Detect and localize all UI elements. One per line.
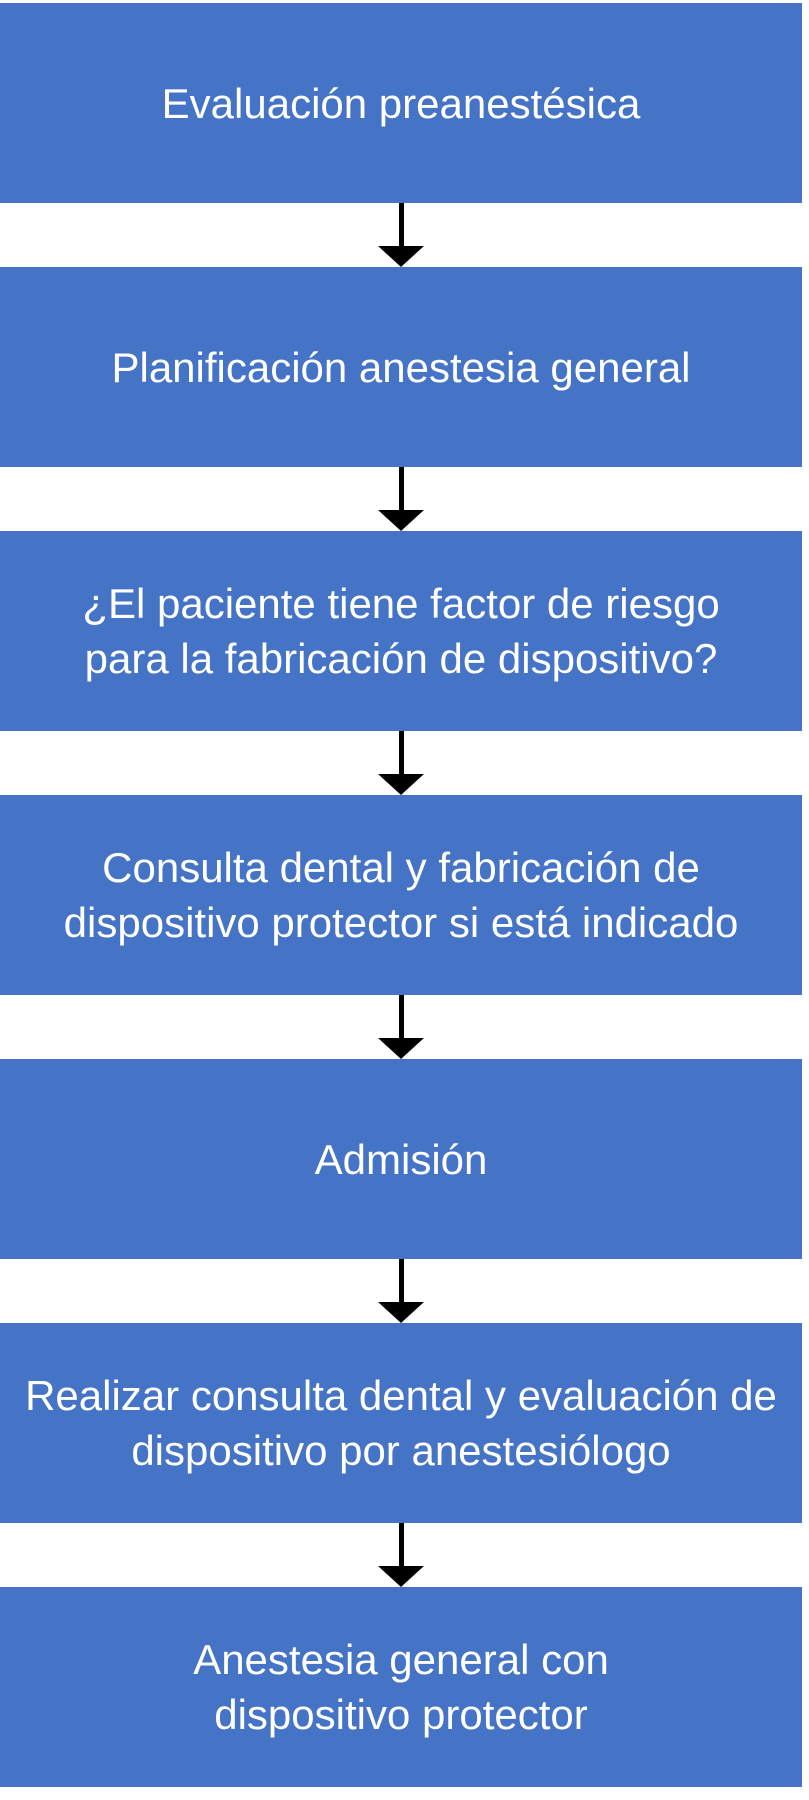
down-arrow-stem: [398, 1523, 404, 1566]
flow-step: Realizar consulta dental y evaluación de…: [0, 1323, 802, 1523]
flow-step-label-line: Anestesia general con: [193, 1636, 609, 1683]
down-arrow-icon: [0, 731, 802, 795]
flow-step-label-line: Planificación anestesia general: [111, 343, 691, 391]
down-arrow-icon: [0, 995, 802, 1059]
flow-step: Admisión: [0, 1059, 802, 1259]
down-arrow-icon: [0, 1523, 802, 1587]
flow-step-label-line: dispositivo protector: [214, 1691, 588, 1738]
flow-step-wrap: Evaluación preanestésica: [0, 3, 809, 267]
down-arrow-stem: [398, 1259, 404, 1302]
down-arrow-stem: [398, 203, 404, 246]
flow-step-label-line: Evaluación preanestésica: [161, 79, 641, 127]
flow-step-label-line: para la fabricación de dispositivo?: [84, 635, 718, 682]
down-arrow-stem: [398, 995, 404, 1038]
flow-step-label-line: Admisión: [314, 1135, 488, 1183]
flow-step-wrap: Consulta dental y fabricación de disposit…: [0, 795, 809, 1059]
flow-step-wrap: ¿El paciente tiene factor de riesgo para …: [0, 531, 809, 795]
down-arrow-icon: [0, 1259, 802, 1323]
flow-step: Consulta dental y fabricación de disposit…: [0, 795, 802, 995]
flow-step-wrap: Planificación anestesia general: [0, 267, 809, 531]
down-arrow-stem: [398, 731, 404, 774]
down-arrow-head: [378, 774, 424, 795]
flow-step: Anestesia general con dispositivo protect…: [0, 1587, 802, 1787]
flow-step: ¿El paciente tiene factor de riesgo para …: [0, 531, 802, 731]
down-arrow-head: [378, 246, 424, 267]
down-arrow-stem: [398, 467, 404, 510]
flow-step-label-line: Consulta dental y fabricación de: [102, 844, 700, 891]
flow-step-label-line: ¿El paciente tiene factor de riesgo: [82, 580, 720, 627]
flow-step-wrap: Realizar consulta dental y evaluación de…: [0, 1323, 809, 1587]
down-arrow-icon: [0, 467, 802, 531]
down-arrow-head: [378, 510, 424, 531]
flow-step-label-line: dispositivo protector si está indicado: [63, 899, 739, 946]
down-arrow-head: [378, 1038, 424, 1059]
down-arrow-head: [378, 1566, 424, 1587]
down-arrow-icon: [0, 203, 802, 267]
flow-step-label-line: dispositivo por anestesiólogo: [131, 1427, 671, 1474]
down-arrow-head: [378, 1302, 424, 1323]
flow-step-wrap: Admisión: [0, 1059, 809, 1323]
flow-step: Planificación anestesia general: [0, 267, 802, 467]
flow-step-wrap: Anestesia general con dispositivo protect…: [0, 1587, 809, 1787]
flowchart-steps: Evaluación preanestésica Planificación a…: [0, 3, 809, 1787]
flow-step: Evaluación preanestésica: [0, 3, 802, 203]
flow-step-label-line: Realizar consulta dental y evaluación de: [25, 1372, 777, 1419]
